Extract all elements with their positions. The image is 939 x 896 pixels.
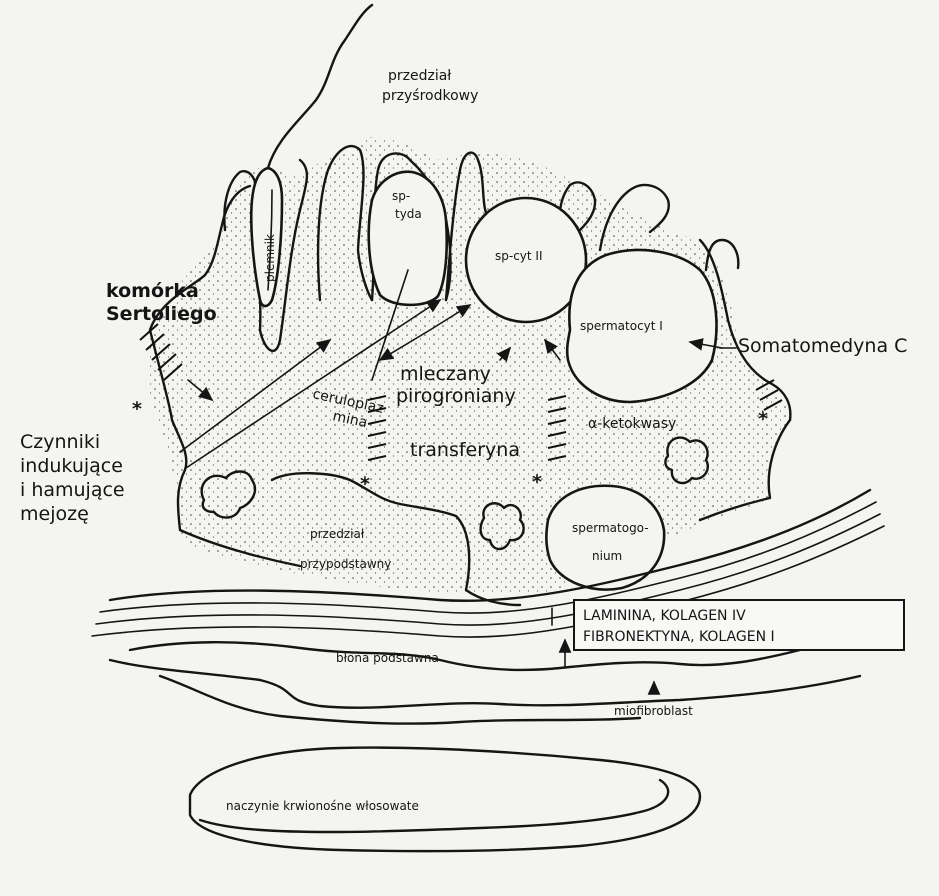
asterisk-3: * bbox=[532, 471, 542, 493]
label-komorka-2: Sertoliego bbox=[106, 303, 217, 325]
plemnik-tail bbox=[268, 5, 372, 168]
ecm-box-line-2: FIBRONEKTYNA, KOLAGEN I bbox=[583, 629, 775, 645]
label-spermatyda-1: sp- bbox=[392, 189, 410, 203]
label-spermatyda-2: tyda bbox=[395, 207, 422, 221]
asterisk-4: * bbox=[758, 408, 768, 430]
ecm-box-line-1: LAMININA, KOLAGEN IV bbox=[583, 608, 746, 624]
label-czynniki-3: i hamujące bbox=[20, 479, 125, 501]
label-blona-podstawna: błona podstawna bbox=[336, 651, 439, 665]
label-ketokwasy: α-ketokwasy bbox=[588, 416, 676, 432]
label-przedzial-przysrodkowy-1: przedział bbox=[388, 68, 451, 84]
label-przedzial-przypodstawny-1: przedział bbox=[310, 527, 365, 541]
label-komorka-1: komórka bbox=[106, 280, 199, 302]
asterisk-1: * bbox=[132, 398, 142, 420]
label-spermatogonium-1: spermatogo- bbox=[572, 521, 649, 535]
label-transferyna: transferyna bbox=[410, 439, 520, 461]
label-spermatocyt-II: sp-cyt II bbox=[495, 249, 543, 263]
label-czynniki-2: indukujące bbox=[20, 455, 123, 477]
label-naczynie: naczynie krwionośne włosowate bbox=[226, 799, 419, 813]
label-plemnik: plemnik bbox=[263, 234, 277, 282]
label-przedzial-przysrodkowy-2: przyśrodkowy bbox=[382, 88, 478, 104]
asterisk-2: * bbox=[360, 473, 370, 495]
label-mleczany: mleczany bbox=[400, 363, 491, 385]
label-spermatocyt-I: spermatocyt I bbox=[580, 319, 663, 333]
label-przedzial-przypodstawny-2: przypodstawny bbox=[300, 557, 391, 571]
label-somatomedyna: Somatomedyna C bbox=[738, 335, 907, 357]
label-czynniki-4: mejozę bbox=[20, 503, 89, 525]
label-miofibroblast: miofibroblast bbox=[614, 704, 693, 718]
label-czynniki-1: Czynniki bbox=[20, 431, 100, 453]
label-spermatogonium-2: nium bbox=[592, 549, 622, 563]
label-pirogroniany: pirogroniany bbox=[396, 385, 516, 407]
